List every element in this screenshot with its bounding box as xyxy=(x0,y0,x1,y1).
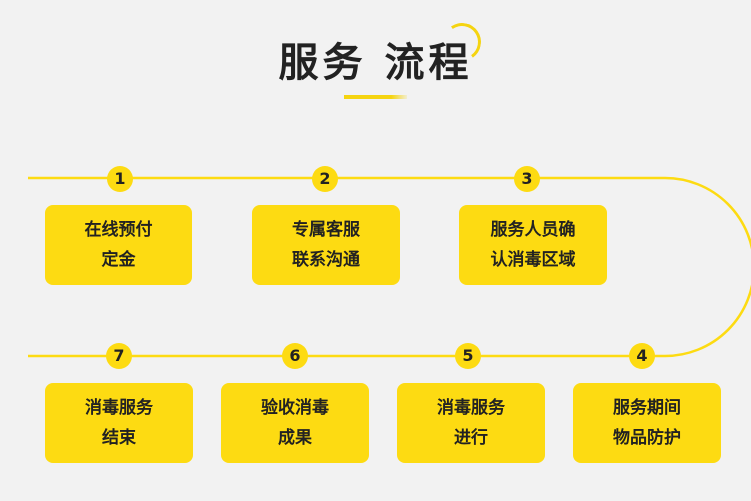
step-4-card: 服务期间 物品防护 xyxy=(573,383,721,463)
step-2-label: 专属客服 联系沟通 xyxy=(292,220,360,270)
step-5-number-badge: 5 xyxy=(455,343,481,369)
step-3-number-badge: 3 xyxy=(514,166,540,192)
step-6-label: 验收消毒 成果 xyxy=(261,398,329,448)
step-6-number-badge: 6 xyxy=(282,343,308,369)
step-7-card: 消毒服务 结束 xyxy=(45,383,193,463)
step-2-number-badge: 2 xyxy=(312,166,338,192)
step-5-card: 消毒服务 进行 xyxy=(397,383,545,463)
title-underline xyxy=(344,95,407,99)
page-title: 服务 流程 xyxy=(278,40,473,86)
step-1-number-badge: 1 xyxy=(107,166,133,192)
step-7-number-badge: 7 xyxy=(106,343,132,369)
step-3-label: 服务人员确 认消毒区域 xyxy=(490,220,576,270)
step-4-label: 服务期间 物品防护 xyxy=(613,398,681,448)
step-6-card: 验收消毒 成果 xyxy=(221,383,369,463)
step-4-number-badge: 4 xyxy=(629,343,655,369)
step-2-card: 专属客服 联系沟通 xyxy=(252,205,400,285)
step-7-label: 消毒服务 结束 xyxy=(85,398,153,448)
step-1-label: 在线预付 定金 xyxy=(84,220,153,270)
step-1-card: 在线预付 定金 xyxy=(45,205,192,285)
step-3-card: 服务人员确 认消毒区域 xyxy=(459,205,607,285)
step-5-label: 消毒服务 进行 xyxy=(437,398,505,448)
